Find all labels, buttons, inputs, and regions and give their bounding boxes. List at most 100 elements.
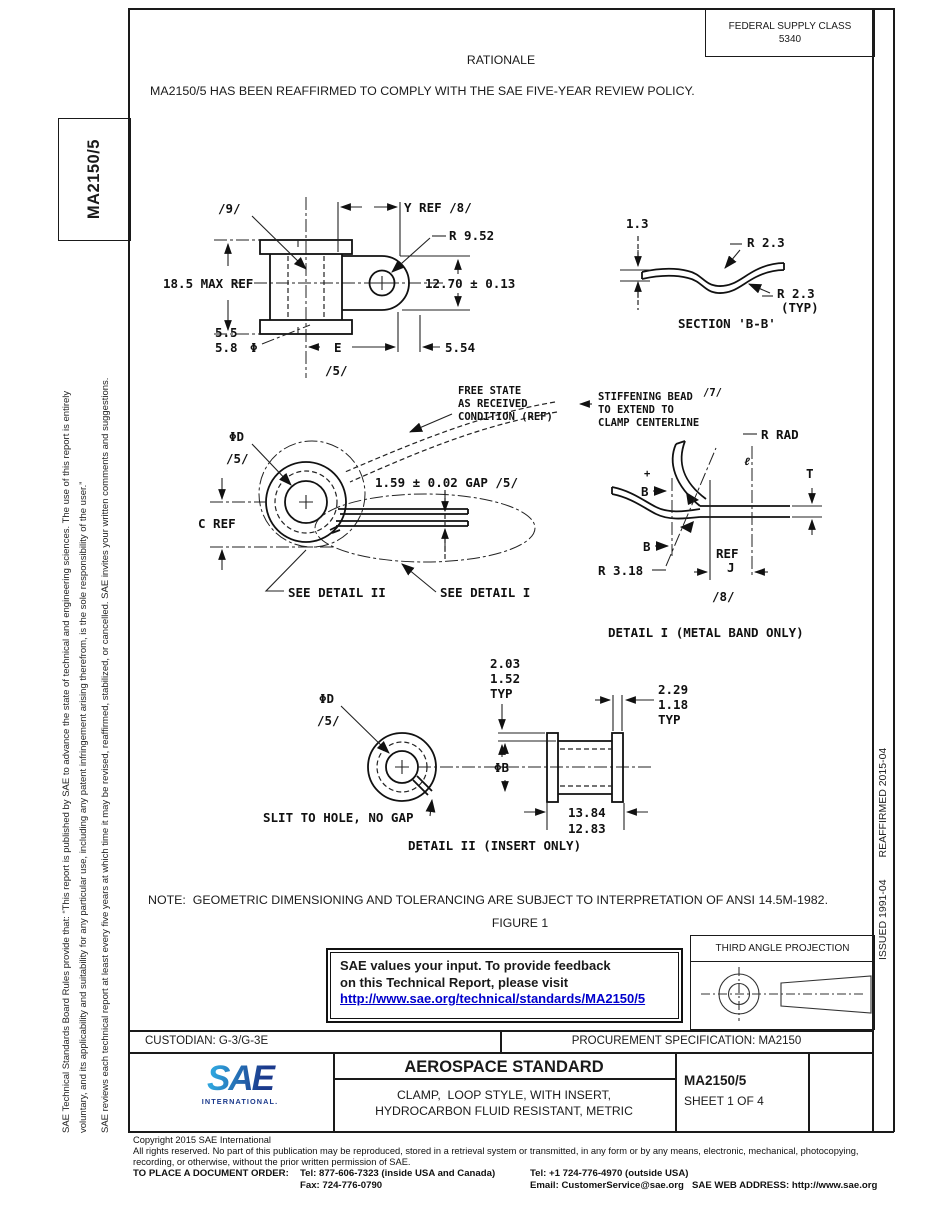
bead-note-line3: CLAMP CENTERLINE	[598, 417, 699, 429]
footer-tel-inside: Tel: 877-606-7323 (inside USA and Canada…	[300, 1168, 496, 1179]
dim-229: 2.29	[658, 682, 688, 697]
sae-logo-text: SAE	[197, 1061, 283, 1096]
free-state-line2: AS RECEIVED	[458, 398, 528, 410]
doc-number: MA2150/5	[684, 1073, 747, 1088]
doc-number-box: MA2150/5	[58, 118, 131, 241]
dim-r952: R 9.52	[449, 228, 494, 243]
detail2-phi-d: ΦD	[319, 691, 334, 706]
centerline-symbol: ℓ	[744, 456, 750, 468]
dim-13: 1.3	[626, 216, 649, 231]
flag-5-top: /5/	[325, 363, 348, 378]
dim-r23-typ-label: (TYP)	[781, 300, 819, 315]
section-b-bottom: B	[643, 539, 651, 554]
sidebar-disclaimer-line2: voluntary, and its applicability and sui…	[78, 481, 89, 1133]
feedback-line2: on this Technical Report, please visit	[340, 974, 569, 990]
detail-i-drawing: STIFFENING BEAD /7/ TO EXTEND TO CLAMP C…	[578, 387, 822, 640]
dim-r-rad: R RAD	[761, 427, 799, 442]
dim-typ2: TYP	[658, 712, 681, 727]
feedback-box: SAE values your input. To provide feedba…	[326, 948, 683, 1023]
dim-dia-bot: 5.8	[215, 340, 238, 355]
sae-logo: SAE INTERNATIONAL.	[197, 1061, 283, 1106]
see-detail-ii: SEE DETAIL II	[288, 585, 386, 600]
dim-1283: 12.83	[568, 821, 606, 836]
reaffirmed-date: REAFFIRMED 2015-04	[877, 747, 889, 858]
border-right-outer	[893, 8, 895, 1132]
figure-caption: FIGURE 1	[491, 916, 549, 930]
section-bb-drawing: 1.3 R 2.3 R 2.3 (TYP) SECTION 'B-B'	[620, 216, 819, 331]
dim-1384: 13.84	[568, 805, 606, 820]
dim-max-ref: 18.5 MAX REF	[163, 276, 253, 291]
procurement-spec-label: PROCUREMENT SPECIFICATION: MA2150	[571, 1035, 802, 1047]
footer-rights-line1: All rights reserved. No part of this pub…	[133, 1146, 859, 1156]
dim-e: E	[334, 340, 342, 355]
sae-logo-subtext: INTERNATIONAL.	[201, 1097, 279, 1106]
dim-118: 1.18	[658, 697, 688, 712]
free-state-line3: CONDITION (REF)	[458, 411, 553, 423]
dim-t: T	[806, 466, 814, 481]
rationale-text: MA2150/5 HAS BEEN REAFFIRMED TO COMPLY W…	[150, 84, 695, 98]
diameter-symbol: Φ	[250, 340, 258, 355]
detail2-flag5: /5/	[317, 713, 340, 728]
dim-152: 1.52	[490, 671, 520, 686]
feedback-link[interactable]: http://www.sae.org/technical/standards/M…	[340, 991, 646, 1006]
detail-ii-drawing: ΦD /5/ SLIT TO HOLE, NO GAP 2.03 1.52 TY…	[263, 656, 688, 853]
federal-supply-class-value: 5340	[778, 33, 802, 45]
footer-email: Email: CustomerService@sae.org	[530, 1180, 684, 1191]
dim-c-ref: C REF	[198, 516, 236, 531]
federal-supply-class-label: FEDERAL SUPPLY CLASS	[728, 20, 852, 32]
doc-type-title: AEROSPACE STANDARD	[404, 1058, 604, 1076]
bead-note-line2: TO EXTEND TO	[598, 404, 674, 416]
bead-flag7: /7/	[703, 387, 722, 399]
bead-note-line1: STIFFENING BEAD	[598, 391, 693, 403]
federal-supply-class-box: FEDERAL SUPPLY CLASS 5340	[705, 8, 875, 57]
top-view-drawing: Y REF /8/ /9/ R 9.52 18.5 MAX REF 12.70 …	[163, 197, 515, 378]
side-flag5: /5/	[226, 451, 249, 466]
footer-copyright: Copyright 2015 SAE International	[133, 1135, 271, 1145]
dim-554: 5.54	[445, 340, 475, 355]
border-left	[128, 8, 130, 1132]
border-bottom	[128, 1131, 894, 1133]
dim-ref: REF	[716, 546, 739, 561]
detail-i-caption: DETAIL I (METAL BAND ONLY)	[608, 625, 804, 640]
sidebar-review-note: SAE reviews each technical report at lea…	[100, 377, 111, 1133]
sidebar-disclaimer-line1: SAE Technical Standards Board Rules prov…	[61, 390, 72, 1133]
footer-rights-line2: recording, or otherwise, without the pri…	[133, 1157, 411, 1167]
dim-dia-top: 5.5	[215, 325, 238, 340]
third-angle-projection-symbol	[701, 967, 872, 1021]
doc-title-line2: HYDROCARBON FLUID RESISTANT, METRIC	[375, 1104, 633, 1118]
see-detail-i: SEE DETAIL I	[440, 585, 530, 600]
detail-ii-caption: DETAIL II (INSERT ONLY)	[408, 838, 581, 853]
third-angle-projection-box: THIRD ANGLE PROJECTION	[690, 935, 875, 1030]
border-top	[128, 8, 894, 10]
custodian-label: CUSTODIAN: G-3/G-3E	[145, 1035, 269, 1047]
dim-tab-width: 12.70 ± 0.13	[425, 276, 515, 291]
sheet-number: SHEET 1 OF 4	[684, 1094, 764, 1108]
footer-fax: Fax: 724-776-0790	[300, 1180, 383, 1191]
doc-number-vertical: MA2150/5	[85, 139, 103, 220]
dim-gap: 1.59 ± 0.02 GAP /5/	[375, 475, 518, 490]
dim-r23-typ: R 2.3	[777, 286, 815, 301]
footer-web-address: SAE WEB ADDRESS: http://www.sae.org	[692, 1180, 878, 1191]
figure-note: NOTE: GEOMETRIC DIMENSIONING AND TOLERAN…	[148, 893, 829, 907]
rationale-heading: RATIONALE	[466, 53, 536, 67]
feedback-line1: SAE values your input. To provide feedba…	[340, 958, 611, 973]
plus-mark: +	[644, 468, 650, 480]
third-angle-projection-title: THIRD ANGLE PROJECTION	[691, 936, 874, 962]
dim-r318: R 3.18	[598, 563, 643, 578]
border-right-inner	[872, 8, 874, 1132]
doc-title-line1: CLAMP, LOOP STYLE, WITH INSERT,	[396, 1088, 612, 1102]
dim-phi-b: ΦB	[494, 760, 510, 775]
dim-typ1: TYP	[490, 686, 513, 701]
side-view-drawing: FREE STATE AS RECEIVED CONDITION (REF) 1…	[198, 385, 558, 600]
section-bb-caption: SECTION 'B-B'	[678, 316, 776, 331]
section-b-top: B	[641, 484, 649, 499]
figure-1-drawing: .obj{stroke:#111;stroke-width:1.8;fill:n…	[163, 197, 822, 853]
flag-8: /8/	[712, 589, 735, 604]
dim-y-ref: Y REF /8/	[404, 200, 472, 215]
side-phi-d: ΦD	[229, 429, 244, 444]
free-state-line1: FREE STATE	[458, 385, 521, 397]
dim-203: 2.03	[490, 656, 520, 671]
slit-note: SLIT TO HOLE, NO GAP	[263, 810, 414, 825]
flag-9: /9/	[218, 201, 241, 216]
